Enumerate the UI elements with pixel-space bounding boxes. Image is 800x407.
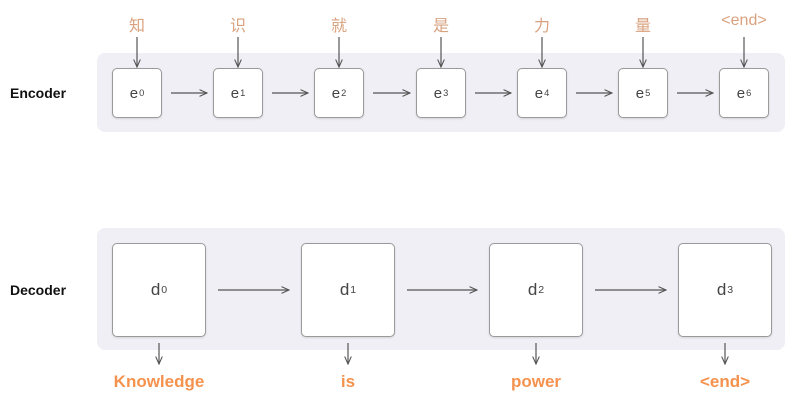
decoder-node-3-index: 3 <box>727 284 734 296</box>
encoder-node-4-symbol: e <box>534 84 544 102</box>
decoder-label: Decoder <box>10 282 67 298</box>
encoder-input-token-1: 识 <box>229 18 247 35</box>
decoder-node-0-index: 0 <box>161 284 168 296</box>
encoder-input-token-4: 力 <box>533 18 551 35</box>
decoder-output-token-3: <end> <box>699 372 751 391</box>
decoder-output-token-0: Knowledge <box>113 372 205 391</box>
encoder-node-4-index: 4 <box>544 88 550 98</box>
decoder-node-1-index: 1 <box>350 284 357 296</box>
encoder-node-2-symbol: e <box>331 84 341 102</box>
decoder-output-token-1: is <box>340 372 356 391</box>
encoder-node-0-symbol: e <box>129 84 139 102</box>
encoder-input-token-5: 量 <box>634 18 652 35</box>
encoder-node-2-index: 2 <box>341 88 347 98</box>
decoder-node-2-index: 2 <box>538 284 545 296</box>
encoder-node-3-symbol: e <box>433 84 443 102</box>
decoder-node-1-symbol: d <box>339 280 350 299</box>
encoder-label: Encoder <box>10 85 67 101</box>
decoder-panel <box>97 228 785 350</box>
decoder-node-0-symbol: d <box>150 280 161 299</box>
encoder-node-5-index: 5 <box>645 88 651 98</box>
encoder-node-6-index: 6 <box>746 88 752 98</box>
decoder-output-token-2: power <box>510 372 562 391</box>
decoder-node-3-symbol: d <box>716 280 727 299</box>
encoder-input-token-0: 知 <box>128 18 146 35</box>
encoder-node-1-symbol: e <box>230 84 240 102</box>
encoder-node-3-index: 3 <box>443 88 449 98</box>
encoder-input-token-2: 就 <box>330 18 348 35</box>
encoder-input-token-6: <end> <box>721 12 767 29</box>
encoder-node-5-symbol: e <box>635 84 645 102</box>
encoder-input-token-3: 是 <box>432 18 450 35</box>
decoder-node-2-symbol: d <box>527 280 538 299</box>
encoder-node-1-index: 1 <box>240 88 246 98</box>
encoder-node-0-index: 0 <box>139 88 145 98</box>
encoder-node-6-symbol: e <box>736 84 746 102</box>
